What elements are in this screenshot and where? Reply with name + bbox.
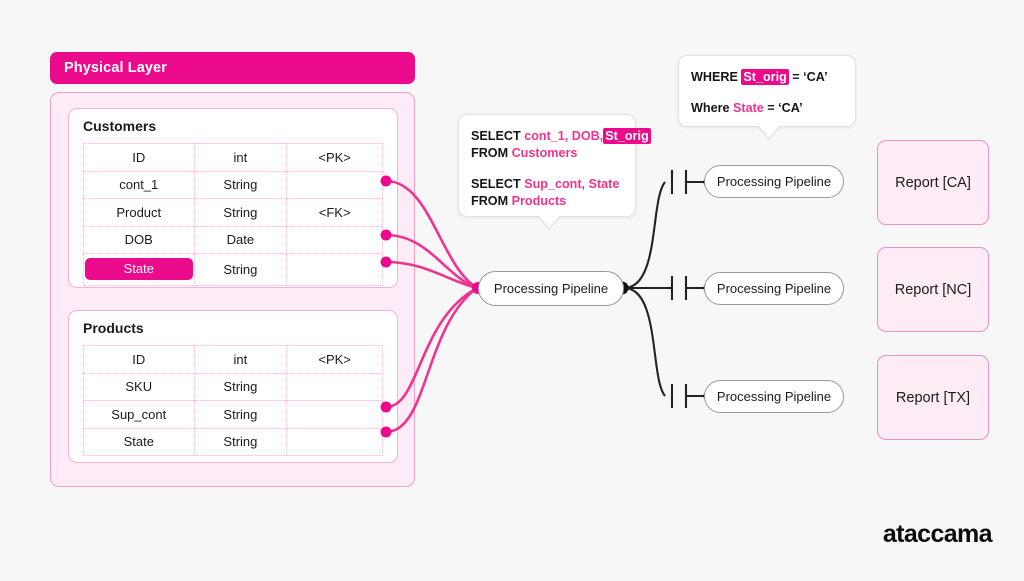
sql-keyword-from: FROM bbox=[471, 194, 509, 208]
column-type: String bbox=[193, 198, 288, 227]
physical-layer-title: Physical Layer bbox=[64, 60, 167, 76]
column-key bbox=[286, 253, 383, 286]
table-row: State String bbox=[83, 253, 383, 286]
entity-card-products: Products ID int <PK> SKU String Sup_cont… bbox=[68, 310, 398, 463]
column-type: String bbox=[193, 400, 288, 429]
report-box-tx[interactable]: Report [TX] bbox=[877, 355, 989, 440]
column-key bbox=[286, 225, 383, 254]
entity-title-products: Products bbox=[83, 320, 144, 336]
column-name: Product bbox=[83, 198, 195, 227]
column-name: Sup_cont bbox=[83, 400, 195, 429]
entity-table-products: ID int <PK> SKU String Sup_cont String S… bbox=[83, 345, 383, 456]
column-key bbox=[286, 170, 383, 199]
where-keyword: Where bbox=[691, 101, 730, 115]
pipeline-node-branch-1[interactable]: Processing Pipeline bbox=[704, 165, 844, 198]
sql-statement-line: SELECT Sup_cont, State bbox=[471, 176, 651, 193]
report-label: Report [CA] bbox=[895, 174, 971, 191]
pipeline-label: Processing Pipeline bbox=[716, 389, 832, 404]
entity-card-customers: Customers ID int <PK> cont_1 String Prod… bbox=[68, 108, 398, 288]
sql-keyword-select: SELECT bbox=[471, 129, 521, 143]
column-name: ID bbox=[83, 345, 195, 374]
where-spacer bbox=[691, 86, 828, 100]
table-row: Product String <FK> bbox=[83, 198, 383, 227]
sql-keyword-select: SELECT bbox=[471, 177, 521, 191]
report-box-ca[interactable]: Report [CA] bbox=[877, 140, 989, 225]
table-row: ID int <PK> bbox=[83, 143, 383, 172]
sql-statement-line: SELECT cont_1, DOB,St_orig bbox=[471, 128, 651, 145]
table-row: State String bbox=[83, 427, 383, 456]
where-callout: WHERE St_orig = ‘CA’ Where State = ‘CA’ bbox=[678, 55, 856, 140]
column-name: ID bbox=[83, 143, 195, 172]
table-row: SKU String bbox=[83, 372, 383, 401]
edge-pipeline-to-branch-3 bbox=[623, 286, 666, 397]
where-clause-line: Where State = ‘CA’ bbox=[691, 100, 828, 117]
callout-tail-inner-icon bbox=[758, 125, 780, 138]
entity-table-customers: ID int <PK> cont_1 String Product String… bbox=[83, 143, 383, 286]
column-name-highlighted: State bbox=[83, 253, 195, 286]
physical-layer-header: Physical Layer bbox=[50, 52, 415, 84]
column-name: SKU bbox=[83, 372, 195, 401]
table-row: ID int <PK> bbox=[83, 345, 383, 374]
column-key bbox=[286, 372, 383, 401]
column-key: <PK> bbox=[286, 345, 383, 374]
pipeline-node-central[interactable]: Processing Pipeline bbox=[478, 271, 624, 306]
column-type: String bbox=[193, 372, 288, 401]
column-name: DOB bbox=[83, 225, 195, 254]
sql-source-table: Products bbox=[511, 194, 567, 208]
sql-keyword-from: FROM bbox=[471, 146, 509, 160]
pipeline-node-branch-2[interactable]: Processing Pipeline bbox=[704, 272, 844, 305]
column-type: String bbox=[193, 170, 288, 199]
pipeline-label: Processing Pipeline bbox=[716, 281, 832, 296]
sql-spacer bbox=[471, 162, 651, 176]
callout-tail-inner-icon bbox=[538, 215, 560, 228]
where-condition: = ‘CA’ bbox=[767, 101, 803, 115]
column-type: int bbox=[193, 345, 288, 374]
sql-fields: cont_1, DOB, bbox=[524, 129, 604, 143]
table-row: DOB Date bbox=[83, 225, 383, 254]
pipeline-node-branch-3[interactable]: Processing Pipeline bbox=[704, 380, 844, 413]
entity-title-customers: Customers bbox=[83, 118, 157, 134]
where-condition: = ‘CA’ bbox=[792, 70, 828, 84]
pipeline-label: Processing Pipeline bbox=[716, 174, 832, 189]
column-key: <FK> bbox=[286, 198, 383, 227]
sql-callout: SELECT cont_1, DOB,St_orig FROM Customer… bbox=[458, 114, 651, 230]
where-field: State bbox=[733, 101, 764, 115]
column-name: cont_1 bbox=[83, 170, 195, 199]
column-name: State bbox=[83, 427, 195, 456]
report-box-nc[interactable]: Report [NC] bbox=[877, 247, 989, 332]
table-row: cont_1 String bbox=[83, 170, 383, 199]
sql-source-table: Customers bbox=[511, 146, 578, 160]
column-key bbox=[286, 400, 383, 429]
where-keyword: WHERE bbox=[691, 70, 738, 84]
column-type: Date bbox=[193, 225, 288, 254]
sql-fields: Sup_cont, State bbox=[524, 177, 620, 191]
sql-statement-line: FROM Customers bbox=[471, 145, 651, 162]
column-key bbox=[286, 427, 383, 456]
column-type: String bbox=[193, 427, 288, 456]
highlighted-column-state: State bbox=[85, 258, 193, 281]
report-label: Report [TX] bbox=[895, 389, 971, 406]
column-type: String bbox=[193, 253, 288, 286]
table-row: Sup_cont String bbox=[83, 400, 383, 429]
pipeline-label: Processing Pipeline bbox=[493, 281, 609, 296]
where-field-highlighted: St_orig bbox=[741, 69, 789, 85]
report-label: Report [NC] bbox=[894, 281, 972, 298]
sql-field-highlighted: St_orig bbox=[603, 128, 651, 144]
where-clause-line: WHERE St_orig = ‘CA’ bbox=[691, 69, 828, 86]
column-key: <PK> bbox=[286, 143, 383, 172]
column-type: int bbox=[193, 143, 288, 172]
ataccama-logo: ataccama bbox=[882, 520, 993, 548]
sql-statement-line: FROM Products bbox=[471, 193, 651, 210]
